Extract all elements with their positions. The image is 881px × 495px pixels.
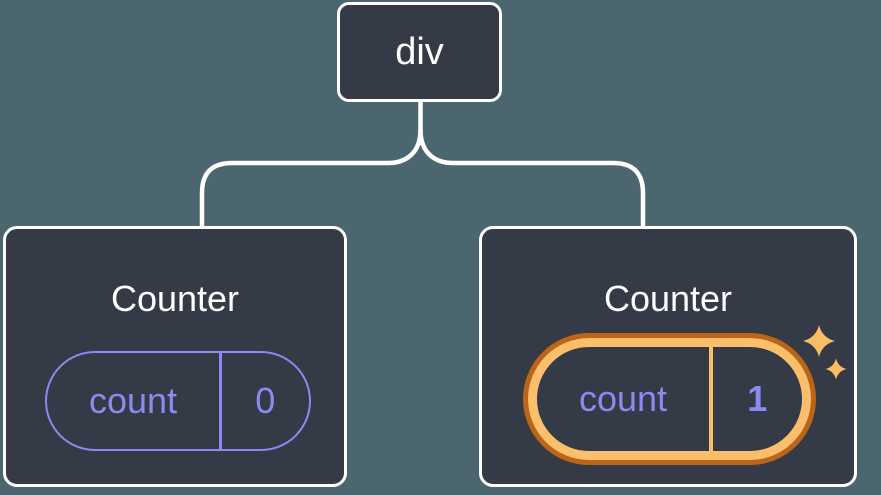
root-node: div xyxy=(337,2,502,102)
state-value: 0 xyxy=(255,380,276,421)
counter-node-title: Counter xyxy=(110,278,240,319)
state-key-label: count xyxy=(578,378,668,419)
counter-node-left: Counter count 0 xyxy=(3,226,347,487)
root-node-label: div xyxy=(395,30,444,73)
state-pill: count 1 xyxy=(528,338,811,460)
state-key-label: count xyxy=(88,380,178,421)
counter-node-right: Counter count 1 xyxy=(479,226,857,487)
state-pill-divider xyxy=(219,353,222,449)
state-pill-highlight-ring: count 1 xyxy=(523,333,816,465)
state-value: 1 xyxy=(747,378,768,419)
state-pill: count 0 xyxy=(45,351,311,451)
counter-node-title: Counter xyxy=(603,278,733,319)
state-pill-divider xyxy=(709,347,713,451)
